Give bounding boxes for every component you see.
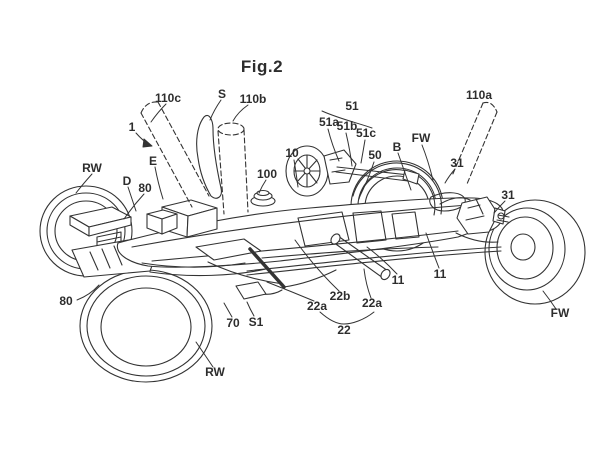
ref-label: E [148, 154, 158, 168]
ref-label: 100 [256, 167, 278, 181]
cap-100 [251, 191, 275, 207]
ref-label: 70 [226, 316, 240, 330]
ref-label: 10 [285, 146, 299, 160]
ref-label: FW [411, 131, 431, 145]
ref-label: RW [205, 365, 225, 379]
ref-label: 51a [318, 115, 340, 129]
underbody-linkage [142, 232, 501, 299]
ref-label: 22 [337, 323, 351, 337]
ref-label: S [217, 87, 227, 101]
steering-column [197, 115, 222, 198]
ref-label: 51 [345, 99, 359, 113]
ref-label: B [392, 140, 402, 154]
ref-label: 110c [154, 91, 182, 105]
ref-label: 51c [355, 126, 377, 140]
ref-label: 11 [391, 273, 405, 287]
ref-label: 51b [336, 119, 358, 133]
ref-label: S1 [248, 315, 264, 329]
ref-label: 110a [465, 88, 493, 102]
ref-label: 22a [361, 296, 383, 310]
ref-label: 80 [138, 181, 152, 195]
figure-title: Fig.2 [240, 57, 284, 76]
ref-label: 50 [368, 148, 382, 162]
ref-label: 11 [433, 267, 447, 281]
right-suspension [440, 197, 509, 242]
ref-label: 22b [329, 289, 351, 303]
phantom-shafts [141, 102, 497, 214]
steering-unit [286, 146, 419, 196]
ref-label: 80 [59, 294, 73, 308]
ref-label: 110b [239, 92, 267, 106]
ref-label: 31 [450, 156, 464, 170]
ref-label: FW [550, 306, 570, 320]
ref-label: 22a [306, 299, 328, 313]
ref-label: D [122, 174, 132, 188]
ref-label: 31 [501, 188, 515, 202]
rear-wheel-large [80, 270, 212, 382]
engine-box [147, 200, 217, 237]
ref-label: 1 [128, 120, 136, 134]
ref-label: RW [82, 161, 102, 175]
